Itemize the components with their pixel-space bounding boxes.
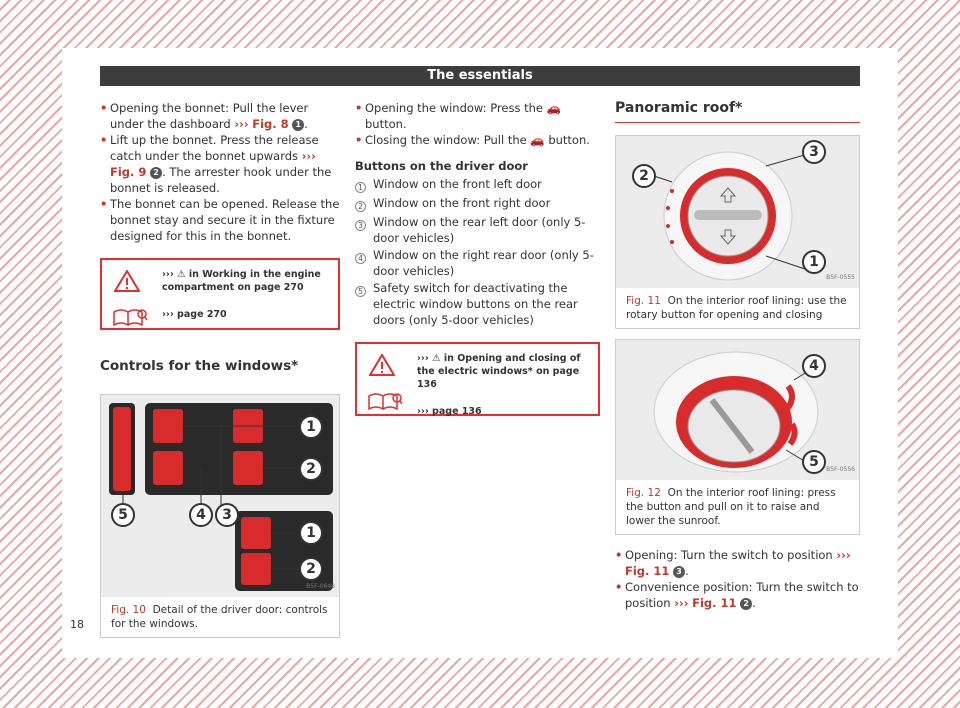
bullet-open-bonnet: Opening the bonnet: Pull the lever under… (100, 100, 340, 132)
warning-icon (113, 269, 141, 296)
callout-5: 5 (802, 450, 826, 474)
fig-link[interactable]: Fig. 11 (692, 596, 737, 610)
roof-instructions: Opening: Turn the switch to position ›››… (615, 547, 860, 611)
number-badge: 1 (292, 118, 305, 131)
column-middle: Opening the window: Press the 🚗 button. … (355, 100, 600, 417)
fig-link[interactable]: Fig. 11 (625, 564, 670, 578)
figure-caption: Fig. 12 On the interior roof lining: pre… (626, 487, 836, 527)
bullet-lift-bonnet: Lift up the bonnet. Press the release ca… (100, 132, 340, 196)
callout-2: 2 (299, 457, 323, 481)
callout-2: 2 (632, 164, 656, 188)
figure-code: B5F-0648 (306, 583, 335, 590)
column-left: Opening the bonnet: Pull the lever under… (100, 100, 340, 638)
callout-4: 4 (189, 503, 213, 527)
buttons-title: Buttons on the driver door (355, 159, 528, 173)
bullet-open-window: Opening the window: Press the 🚗 button. (355, 100, 600, 132)
window-controls-image: 1 2 5 4 3 1 2 B5F-0648 (101, 395, 339, 597)
callout-1b: 1 (299, 521, 323, 545)
rotary-button-image: 3 2 1 B5F-0555 (616, 136, 859, 288)
column-right: Panoramic roof* 3 2 1 B5F-0555 (615, 100, 860, 611)
warning-icon (368, 353, 396, 380)
number-badge: 2 (740, 597, 753, 610)
callout-3: 3 (215, 503, 239, 527)
section-title-roof: Panoramic roof* (615, 100, 860, 123)
page-link-text[interactable]: ››› page 270 (162, 309, 227, 320)
number-badge: 3 (673, 565, 686, 578)
book-icon (112, 308, 148, 330)
page-link-text[interactable]: ››› page 136 (417, 406, 482, 417)
figure-caption: Fig. 10 Detail of the driver door: contr… (111, 604, 328, 630)
figure-code: B5F-0556 (826, 466, 855, 473)
figure-10: 1 2 5 4 3 1 2 B5F-0648 Fig. 10 Detail of… (100, 394, 340, 638)
bullet-bonnet-stay: The bonnet can be opened. Release the bo… (100, 196, 340, 244)
bullet-close-window: Closing the window: Pull the 🚗 button. (355, 132, 600, 148)
warning-link-text[interactable]: ››› ⚠ in Working in the engine compartme… (162, 269, 321, 293)
callout-2b: 2 (299, 557, 323, 581)
callout-1: 1 (802, 250, 826, 274)
fig-link[interactable]: Fig. 9 (110, 165, 147, 179)
bullet-convenience: Convenience position: Turn the switch to… (615, 579, 860, 611)
bullet-opening: Opening: Turn the switch to position ›››… (615, 547, 860, 579)
figure-caption: Fig. 11 On the interior roof lining: use… (626, 295, 847, 321)
callout-3: 3 (802, 140, 826, 164)
page-header: The essentials (100, 66, 860, 86)
warning-box: ››› ⚠ in Opening and closing of the elec… (355, 342, 600, 417)
number-badge: 2 (150, 166, 163, 179)
callout-1: 1 (299, 415, 323, 439)
figure-12: 4 5 B5F-0556 Fig. 12 On the interior roo… (615, 339, 860, 535)
callout-5: 5 (111, 503, 135, 527)
sunroof-button-image: 4 5 B5F-0556 (616, 340, 859, 480)
warning-link-text[interactable]: ››› ⚠ in Opening and closing of the elec… (417, 353, 581, 390)
figure-11: 3 2 1 B5F-0555 Fig. 11 On the interior r… (615, 135, 860, 329)
section-title-windows: Controls for the windows* (100, 358, 299, 374)
fig-link[interactable]: Fig. 8 (252, 117, 289, 131)
page-number: 18 (70, 618, 84, 631)
warning-box: ››› ⚠ in Working in the engine compartme… (100, 258, 340, 330)
callout-4: 4 (802, 354, 826, 378)
book-icon (367, 392, 403, 414)
figure-code: B5F-0555 (826, 274, 855, 281)
